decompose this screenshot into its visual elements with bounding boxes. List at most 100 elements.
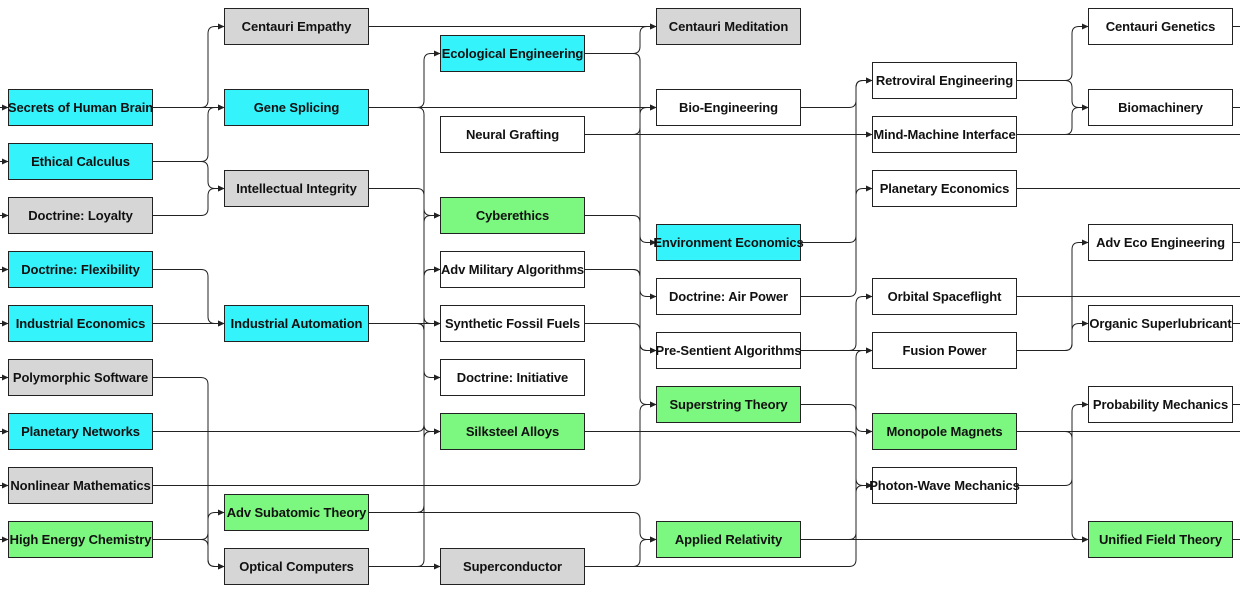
edge-superconductor-to-applied-relativity [585, 536, 657, 567]
tech-node-centauri-meditation[interactable]: Centauri Meditation [656, 8, 801, 45]
tech-node-nonlinear-mathematics[interactable]: Nonlinear Mathematics [8, 467, 153, 504]
edge-optical-computers-to-adv-military-algorithms [369, 266, 441, 567]
tech-node-centauri-empathy[interactable]: Centauri Empathy [224, 8, 369, 45]
edge-applied-relativity-to-photon-wave-mechanics [801, 482, 873, 540]
edge-ecological-engineering-to-centauri-meditation [585, 23, 657, 54]
tech-node-silksteel-alloys[interactable]: Silksteel Alloys [440, 413, 585, 450]
edge-environment-economics-to-planetary-economics [801, 185, 873, 243]
edge-retroviral-engineering-to-centauri-genetics [1017, 23, 1089, 81]
tech-node-label: High Energy Chemistry [9, 532, 152, 547]
tech-node-label: Fusion Power [902, 343, 987, 358]
tech-node-label: Organic Superlubricant [1089, 316, 1232, 331]
edge-adv-military-algorithms-to-pre-sentient-algorithms [585, 269, 657, 354]
edge-high-energy-chemistry-to-optical-computers [153, 539, 225, 570]
tech-node-environment-economics[interactable]: Environment Economics [653, 224, 804, 261]
tech-node-monopole-magnets[interactable]: Monopole Magnets [872, 413, 1017, 450]
tech-node-label: Centauri Empathy [241, 19, 352, 34]
edge-adv-subatomic-theory-to-silksteel-alloys [369, 428, 441, 513]
tech-node-fusion-power[interactable]: Fusion Power [872, 332, 1017, 369]
tech-node-centauri-genetics[interactable]: Centauri Genetics [1088, 8, 1233, 45]
tech-node-label: Pre-Sentient Algorithms [655, 343, 802, 358]
edge-bio-engineering-to-retroviral-engineering [801, 77, 873, 108]
tech-node-organic-superlubricant[interactable]: Organic Superlubricant [1088, 305, 1233, 342]
tech-node-label: Doctrine: Air Power [669, 289, 788, 304]
edge-adv-subatomic-theory-to-adv-military-algorithms [369, 266, 441, 513]
tech-node-applied-relativity[interactable]: Applied Relativity [656, 521, 801, 558]
tech-node-label: Ecological Engineering [441, 46, 584, 61]
tech-node-mind-machine-interface[interactable]: Mind-Machine Interface [872, 116, 1017, 153]
edge-fusion-power-to-organic-superlubricant [1017, 320, 1089, 351]
tech-node-doctrine-initiative[interactable]: Doctrine: Initiative [440, 359, 585, 396]
edge-adv-military-algorithms-to-doctrine-air-power [585, 269, 657, 300]
tech-node-label: Optical Computers [239, 559, 354, 574]
tech-node-label: Secrets of Human Brain [7, 100, 154, 115]
tech-node-label: Adv Military Algorithms [440, 262, 585, 277]
tech-node-ecological-engineering[interactable]: Ecological Engineering [440, 35, 585, 72]
tech-node-label: Adv Eco Engineering [1096, 235, 1225, 250]
tech-node-label: Centauri Meditation [668, 19, 789, 34]
tech-node-label: Unified Field Theory [1099, 532, 1222, 547]
edge-secrets-of-human-brain-to-centauri-empathy [153, 23, 225, 108]
tech-node-industrial-economics[interactable]: Industrial Economics [8, 305, 153, 342]
tech-node-label: Retroviral Engineering [875, 73, 1014, 88]
tech-node-orbital-spaceflight[interactable]: Orbital Spaceflight [872, 278, 1017, 315]
tech-node-probability-mechanics[interactable]: Probability Mechanics [1088, 386, 1233, 423]
tech-node-label: Doctrine: Flexibility [21, 262, 140, 277]
tech-node-label: Planetary Networks [21, 424, 140, 439]
tech-node-label: Environment Economics [653, 235, 804, 250]
tech-node-label: Polymorphic Software [12, 370, 149, 385]
tech-node-planetary-networks[interactable]: Planetary Networks [8, 413, 153, 450]
tech-node-adv-military-algorithms[interactable]: Adv Military Algorithms [440, 251, 585, 288]
tech-node-intellectual-integrity[interactable]: Intellectual Integrity [224, 170, 369, 207]
tech-node-unified-field-theory[interactable]: Unified Field Theory [1088, 521, 1233, 558]
edge-ethical-calculus-to-intellectual-integrity [153, 161, 225, 192]
tech-node-superconductor[interactable]: Superconductor [440, 548, 585, 585]
tech-node-pre-sentient-algorithms[interactable]: Pre-Sentient Algorithms [655, 332, 802, 369]
tech-node-doctrine-loyalty[interactable]: Doctrine: Loyalty [8, 197, 153, 234]
tech-node-label: Applied Relativity [674, 532, 783, 547]
edge-silksteel-alloys-to-photon-wave-mechanics [585, 431, 873, 489]
tech-node-gene-splicing[interactable]: Gene Splicing [224, 89, 369, 126]
tech-node-doctrine-air-power[interactable]: Doctrine: Air Power [656, 278, 801, 315]
tech-node-industrial-automation[interactable]: Industrial Automation [224, 305, 369, 342]
edge-superconductor-to-fusion-power [585, 347, 873, 567]
edge-neural-grafting-to-bio-engineering [585, 104, 657, 135]
tech-node-label: Intellectual Integrity [236, 181, 357, 196]
edge-ecological-engineering-to-environment-economics [585, 53, 657, 246]
tech-node-label: Silksteel Alloys [465, 424, 560, 439]
edge-synthetic-fossil-fuels-to-pre-sentient-algorithms [585, 323, 657, 354]
edge-pre-sentient-algorithms-to-orbital-spaceflight [801, 293, 873, 351]
tech-node-label: Monopole Magnets [886, 424, 1003, 439]
tech-node-optical-computers[interactable]: Optical Computers [224, 548, 369, 585]
tech-node-ethical-calculus[interactable]: Ethical Calculus [8, 143, 153, 180]
tech-node-polymorphic-software[interactable]: Polymorphic Software [8, 359, 153, 396]
tech-node-cyberethics[interactable]: Cyberethics [440, 197, 585, 234]
tech-node-label: Doctrine: Initiative [456, 370, 569, 385]
tech-node-planetary-economics[interactable]: Planetary Economics [872, 170, 1017, 207]
edge-doctrine-air-power-to-retroviral-engineering [801, 77, 873, 297]
edge-gene-splicing-to-ecological-engineering [369, 50, 441, 108]
tech-node-synthetic-fossil-fuels[interactable]: Synthetic Fossil Fuels [440, 305, 585, 342]
tech-node-photon-wave-mechanics[interactable]: Photon-Wave Mechanics [869, 467, 1020, 504]
edge-doctrine-loyalty-to-intellectual-integrity [153, 185, 225, 216]
tech-node-adv-eco-engineering[interactable]: Adv Eco Engineering [1088, 224, 1233, 261]
tech-node-biomachinery[interactable]: Biomachinery [1088, 89, 1233, 126]
tech-node-secrets-of-human-brain[interactable]: Secrets of Human Brain [8, 89, 153, 126]
tech-node-neural-grafting[interactable]: Neural Grafting [440, 116, 585, 153]
tech-node-high-energy-chemistry[interactable]: High Energy Chemistry [8, 521, 153, 558]
tech-node-retroviral-engineering[interactable]: Retroviral Engineering [872, 62, 1017, 99]
tech-node-label: Biomachinery [1118, 100, 1203, 115]
edge-photon-wave-mechanics-to-probability-mechanics [1017, 401, 1089, 486]
edge-retroviral-engineering-to-biomachinery [1017, 80, 1089, 111]
edge-polymorphic-software-to-optical-computers [153, 377, 225, 570]
edge-adv-subatomic-theory-to-applied-relativity [369, 512, 657, 543]
edge-nonlinear-mathematics-to-superstring-theory [153, 401, 657, 486]
tech-node-bio-engineering[interactable]: Bio-Engineering [656, 89, 801, 126]
edge-superstring-theory-to-monopole-magnets [801, 404, 873, 435]
tech-node-adv-subatomic-theory[interactable]: Adv Subatomic Theory [224, 494, 369, 531]
edge-high-energy-chemistry-to-adv-subatomic-theory [153, 509, 225, 540]
tech-node-doctrine-flexibility[interactable]: Doctrine: Flexibility [8, 251, 153, 288]
tech-node-label: Probability Mechanics [1092, 397, 1229, 412]
tech-node-superstring-theory[interactable]: Superstring Theory [656, 386, 801, 423]
tech-node-label: Doctrine: Loyalty [28, 208, 133, 223]
